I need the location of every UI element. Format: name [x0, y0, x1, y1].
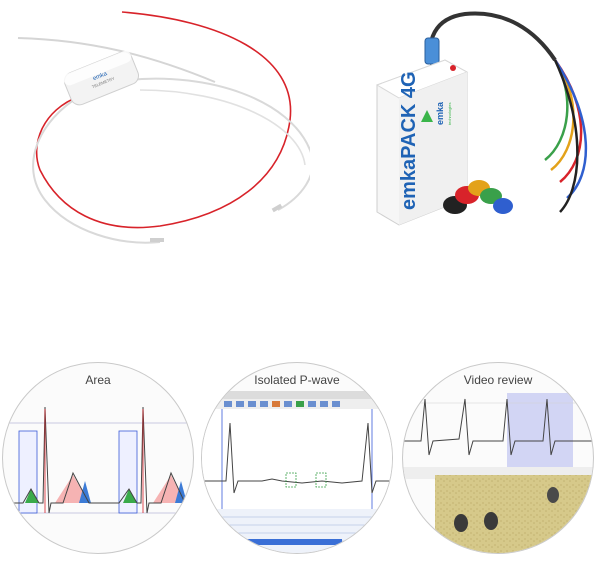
red-lead — [35, 11, 292, 229]
white-lead-top — [17, 37, 216, 83]
emkapack-brand-tagline: technologies — [447, 103, 452, 125]
electrode-blue — [493, 198, 513, 214]
area-ecg-plot — [3, 406, 193, 514]
p-wave-panel: Isolated P-wave — [201, 362, 393, 554]
emkapack-illustration: emkaPACK 4G emka technologies — [375, 11, 588, 226]
ecg-trace — [202, 422, 392, 494]
white-lead-right-2 — [139, 89, 306, 166]
cable-trunk — [428, 11, 557, 69]
animal-subject — [484, 512, 498, 530]
lead-black — [553, 59, 579, 213]
emkapack-body: emkaPACK 4G emka technologies — [375, 59, 469, 226]
video-review-panel-title: Video review — [463, 373, 533, 387]
lead-tip — [150, 238, 164, 242]
area-fill-blue — [79, 481, 91, 503]
area-panel: Area — [2, 362, 194, 554]
ecg-trace — [403, 398, 593, 456]
implant-brand-label: emka — [92, 71, 108, 82]
led-indicator — [450, 65, 456, 71]
lead-blue — [553, 59, 588, 199]
p-wave-software-view — [202, 391, 392, 553]
animal-subject — [547, 487, 559, 503]
animal-subject — [454, 514, 468, 532]
area-panel-title: Area — [85, 373, 111, 387]
telemetry-implant-illustration: emka TELEMETRY — [17, 11, 310, 244]
area-fill-green — [123, 489, 137, 503]
area-fill-pink — [55, 475, 89, 503]
ecg-trace — [3, 406, 193, 514]
connector — [424, 37, 440, 65]
emka-logo-mark — [421, 110, 433, 122]
implant-body: emka TELEMETRY — [63, 50, 140, 106]
area-fill-blue — [175, 481, 187, 503]
emkapack-product-name: emkaPACK 4G — [398, 71, 420, 210]
lead-tip — [271, 203, 283, 213]
area-fill-green — [25, 489, 39, 503]
p-wave-panel-title: Isolated P-wave — [254, 373, 340, 387]
emkapack-brand-logo: emka — [435, 101, 445, 125]
white-lead-loop — [32, 95, 161, 244]
white-lead-right — [127, 77, 310, 211]
video-review-panel: Video review — [402, 362, 594, 554]
video-review-view — [403, 393, 593, 553]
